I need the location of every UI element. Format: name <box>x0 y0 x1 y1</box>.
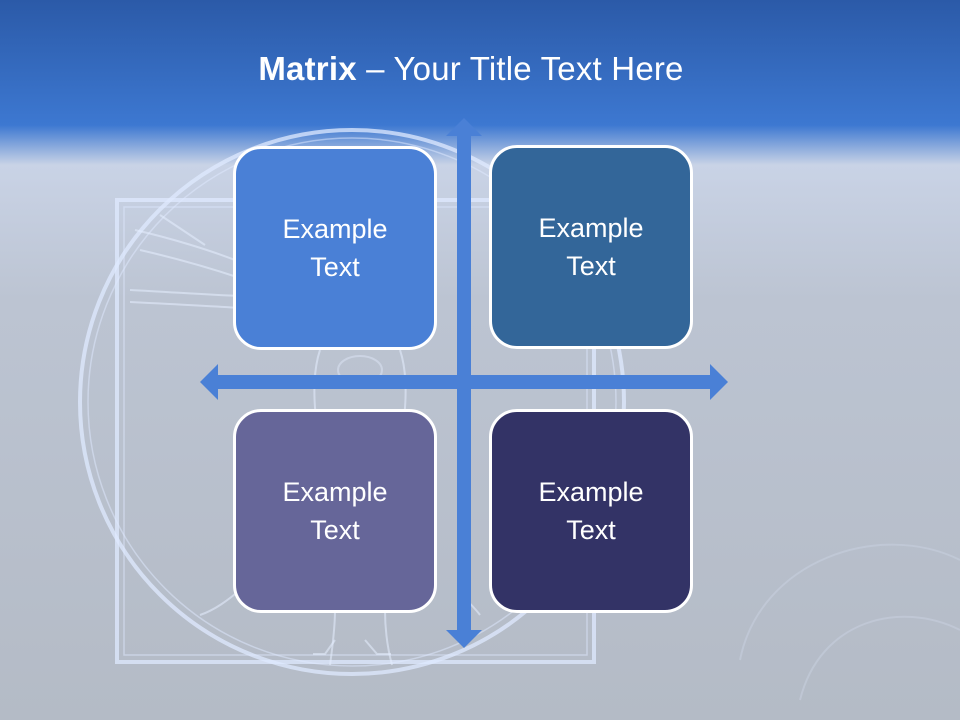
double-arrow-vertical-icon <box>446 118 482 648</box>
quadrant-label: Example Text <box>538 477 644 545</box>
quadrant-top-right[interactable]: Example Text <box>489 145 693 349</box>
quadrant-top-left[interactable]: Example Text <box>233 146 437 350</box>
quadrant-label: Example Text <box>282 477 388 545</box>
quadrant-bottom-right[interactable]: Example Text <box>489 409 693 613</box>
quadrant-bottom-left[interactable]: Example Text <box>233 409 437 613</box>
title-rest-text: – Your Title Text Here <box>356 50 684 87</box>
quadrant-label: Example Text <box>282 214 388 282</box>
slide-title: Matrix – Your Title Text Here <box>0 50 960 90</box>
title-bold-text: Matrix <box>258 50 357 87</box>
quadrant-label: Example Text <box>538 213 644 281</box>
